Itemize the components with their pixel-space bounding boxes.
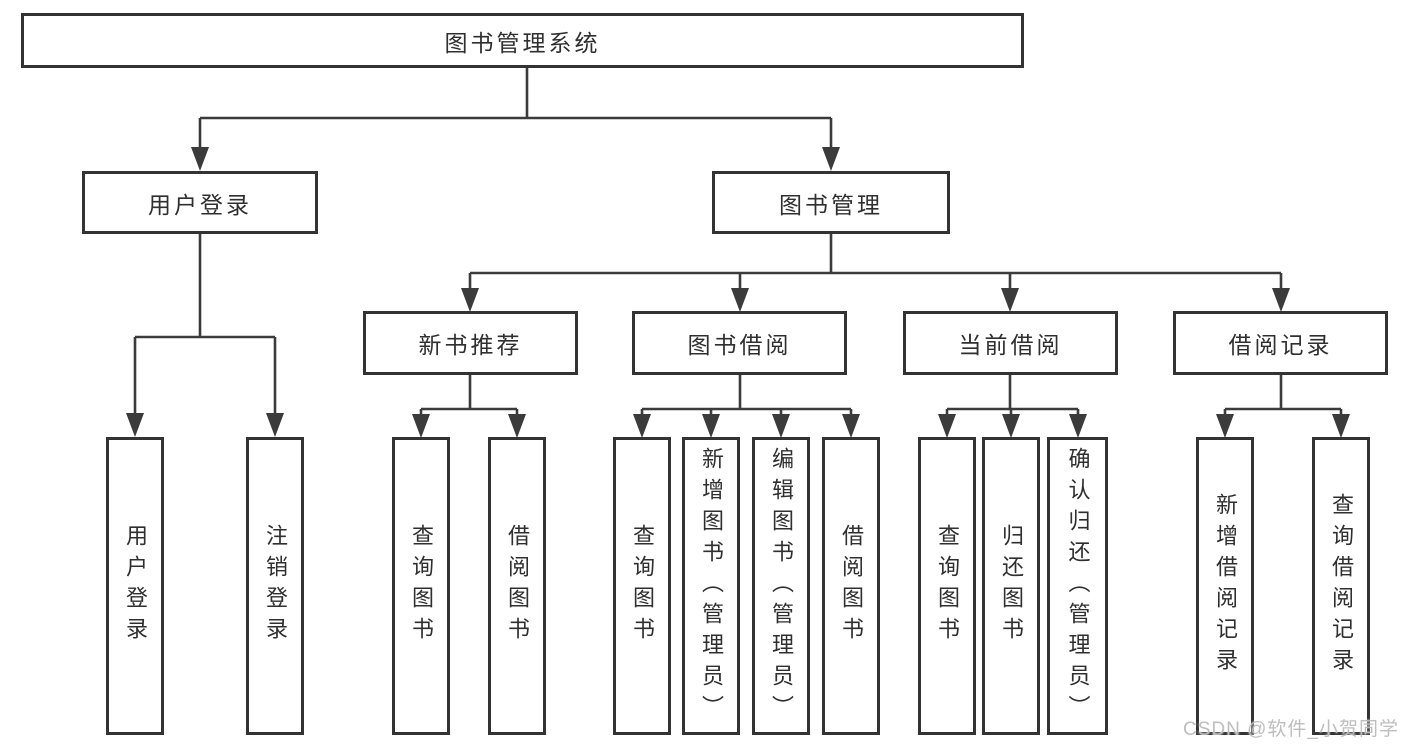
node-library-system: 图书管理系统 xyxy=(21,13,1024,68)
node-leaf-borrow-books-recommend: 借阅图书 xyxy=(488,437,546,735)
node-new-book-recommendation: 新书推荐 xyxy=(363,311,578,375)
node-leaf-edit-books-admin: 编辑图书（管理员） xyxy=(752,437,810,735)
node-leaf-user-login: 用户登录 xyxy=(106,437,164,735)
node-current-borrowing: 当前借阅 xyxy=(903,311,1118,375)
node-leaf-query-books-borrow: 查询图书 xyxy=(613,437,671,735)
node-leaf-borrow-books: 借阅图书 xyxy=(822,437,880,735)
node-user-login: 用户登录 xyxy=(82,171,318,234)
node-leaf-query-books-recommend: 查询图书 xyxy=(392,437,450,735)
node-borrowing-records: 借阅记录 xyxy=(1173,311,1388,375)
node-leaf-logout: 注销登录 xyxy=(246,437,304,735)
node-book-management: 图书管理 xyxy=(712,171,950,234)
node-leaf-query-books-current: 查询图书 xyxy=(918,437,976,735)
node-leaf-add-borrow-record: 新增借阅记录 xyxy=(1196,437,1254,735)
node-book-borrowing: 图书借阅 xyxy=(632,311,847,375)
node-leaf-return-books: 归还图书 xyxy=(982,437,1040,735)
node-leaf-confirm-return-admin: 确认归还（管理员） xyxy=(1047,437,1108,735)
node-leaf-add-books-admin: 新增图书（管理员） xyxy=(682,437,740,735)
node-leaf-query-borrow-record: 查询借阅记录 xyxy=(1312,437,1370,735)
csdn-watermark: CSDN @软件_小贺同学 xyxy=(1183,719,1399,740)
